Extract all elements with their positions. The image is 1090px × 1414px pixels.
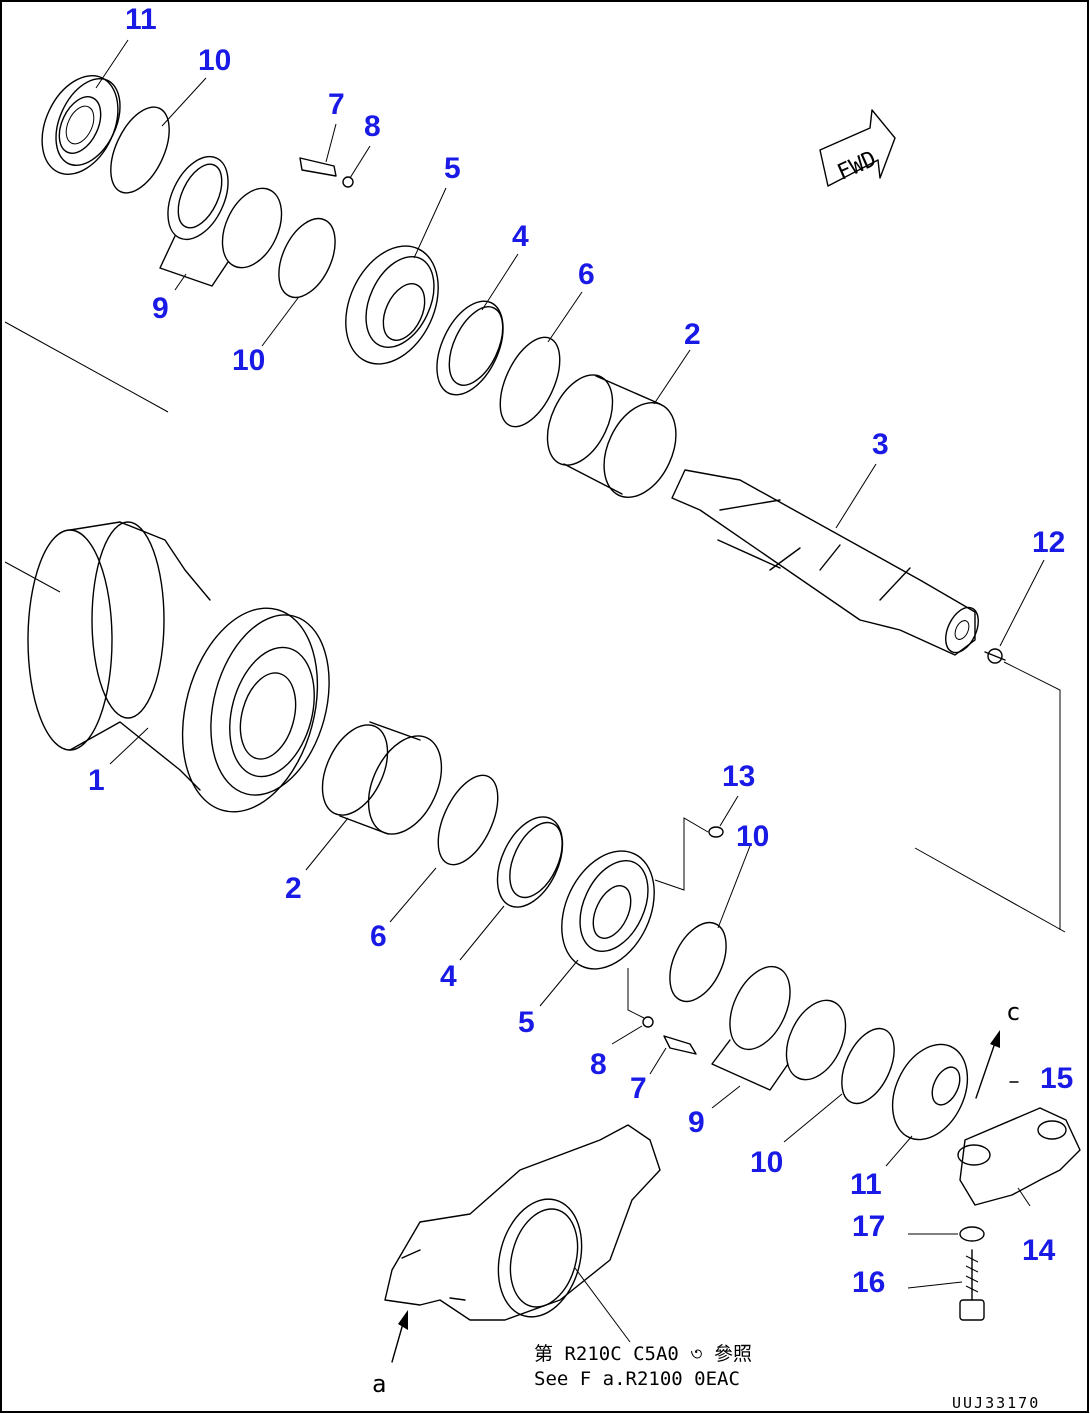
part-7-bolt-low [627, 968, 697, 1055]
letter-c: c [1006, 998, 1020, 1026]
svg-text:FWD: FWD [834, 147, 880, 186]
callout-12: 12 [1032, 526, 1065, 559]
axis-line-upper [4, 321, 169, 413]
callout-1: 1 [88, 764, 105, 797]
callout-8-low: 8 [590, 1048, 607, 1081]
callout-3: 3 [872, 428, 889, 461]
part-11-seal-top [41, 75, 121, 175]
part-5-retainer-low [561, 850, 655, 970]
arrow-a [391, 1310, 408, 1363]
callout-2-top: 2 [684, 318, 701, 351]
leader-reference-note [574, 1267, 631, 1343]
callout-8-top: 8 [364, 110, 381, 143]
part-9-seal-pair-low [711, 965, 847, 1091]
part-3-shaft [671, 469, 979, 656]
callout-10-top: 10 [198, 44, 231, 77]
axis-line-lower [4, 561, 61, 593]
part-4-thrust-ring-low [496, 816, 564, 908]
part-2-bushing-top [546, 374, 677, 498]
callout-5-top: 5 [444, 152, 461, 185]
part-13-bolt [654, 817, 724, 891]
callout-13: 13 [722, 760, 755, 793]
callout-4-top: 4 [512, 220, 529, 253]
part-9-seal-pair-top [159, 155, 283, 287]
letter-a: a [372, 1370, 386, 1398]
drawing-code: UUJ33170 [952, 1394, 1040, 1412]
part-1-roller [27, 521, 330, 813]
arrow-c [975, 1030, 1000, 1099]
callout-10-mid: 10 [232, 344, 265, 377]
part-4-thrust-ring-top [436, 300, 504, 396]
callout-17: 17 [852, 1210, 885, 1243]
part-5-retainer-top [345, 245, 439, 365]
axis-line-right [914, 847, 1066, 933]
callout-4-low: 4 [440, 960, 457, 993]
callout-15: 15 [1040, 1062, 1073, 1095]
callout-10-low2: 10 [750, 1146, 783, 1179]
part-17-washer [959, 1226, 985, 1242]
track-frame-body [384, 1124, 661, 1321]
part-14-bracket [957, 1107, 1081, 1206]
fwd-arrow: FWD [819, 109, 896, 187]
part-10-o-ring-top [110, 106, 170, 194]
callout-11-low: 11 [850, 1168, 882, 1201]
callout-leaders [95, 39, 1045, 1289]
callout-16: 16 [852, 1266, 885, 1299]
callout-6-top: 6 [578, 258, 595, 291]
reference-note-line1: 第 R210C C5A0 ৩ 參照 [534, 1343, 752, 1365]
callout-7-low: 7 [630, 1072, 647, 1105]
callout-14: 14 [1022, 1234, 1056, 1267]
part-7-bolt-top [299, 157, 354, 188]
callout-6-low: 6 [370, 920, 387, 953]
part-12-plug [984, 648, 1006, 664]
reference-note-line2: See F a.R2100 0EAC [534, 1368, 740, 1390]
callout-5-low: 5 [518, 1006, 535, 1039]
callout-2-low: 2 [285, 872, 302, 905]
callout-11-top: 11 [125, 3, 157, 36]
part-11-seal-low [891, 1043, 969, 1141]
part-6-o-ring-low [437, 774, 499, 866]
part-16-bolt [959, 1249, 985, 1321]
callout-10-low1: 10 [736, 820, 769, 853]
callout-9-top: 9 [152, 292, 169, 325]
part-10-o-ring-low1 [669, 921, 727, 1003]
leader-12-link [1003, 661, 1061, 930]
callout-7-top: 7 [328, 88, 345, 121]
part-10-o-ring-low2 [841, 1027, 895, 1105]
callout-9-low: 9 [688, 1106, 705, 1139]
part-2-bushing-low [321, 721, 443, 835]
part-10-o-ring-mid [278, 217, 336, 299]
